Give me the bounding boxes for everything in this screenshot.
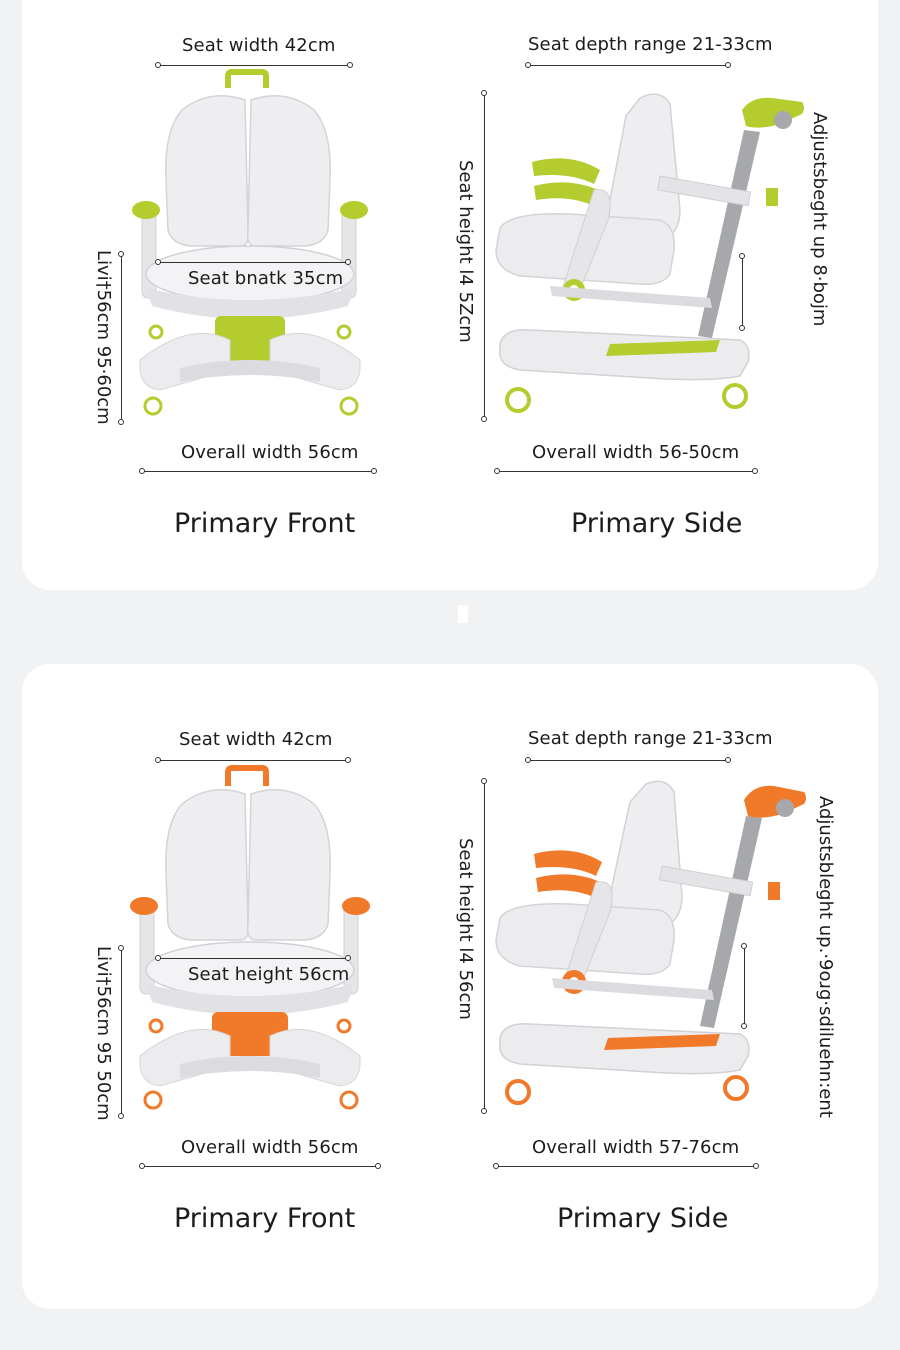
- dim-endpoint: [481, 778, 487, 784]
- dim-endpoint: [345, 259, 351, 265]
- dim-endpoint: [347, 62, 353, 68]
- overall-width-label: Overall width 56-50cm: [532, 442, 740, 463]
- vertical-dim-line: [121, 948, 123, 1116]
- seat-depth-line: [528, 760, 728, 762]
- dim-endpoint: [155, 955, 161, 961]
- dim-endpoint: [139, 1163, 145, 1169]
- divider-mark: [458, 605, 468, 623]
- dim-endpoint: [481, 416, 487, 422]
- dim-endpoint: [741, 943, 747, 949]
- front-caption: Primary Front: [174, 1203, 356, 1234]
- dim-endpoint: [118, 945, 124, 951]
- dim-endpoint: [371, 468, 377, 474]
- front-caption: Primary Front: [174, 508, 356, 539]
- overall-width-line: [496, 1166, 756, 1168]
- overall-width-line: [142, 1166, 378, 1168]
- seat-label: Seat height 56cm: [188, 964, 350, 985]
- adjust-label: Adjustsbleght up.·9oɹg·sdiluehn:ent: [815, 796, 836, 1118]
- dim-endpoint: [741, 1023, 747, 1029]
- adjust-dim-line: [744, 946, 746, 1026]
- overall-width-label: Overall width 56cm: [181, 1137, 359, 1158]
- seat-depth-label: Seat depth range 21-33cm: [528, 34, 773, 55]
- dim-endpoint: [525, 62, 531, 68]
- vertical-dim-label: Livi†56cm 95 50cm: [93, 946, 114, 1121]
- dim-endpoint: [753, 1163, 759, 1169]
- overall-width-label: Overall width 56cm: [181, 442, 359, 463]
- overall-width-label: Overall width 57-76cm: [532, 1137, 740, 1158]
- side-caption: Primary Side: [557, 1203, 729, 1234]
- dim-endpoint: [118, 251, 124, 257]
- dim-endpoint: [725, 62, 731, 68]
- seat-depth-line: [528, 65, 728, 67]
- seat-line: [158, 262, 348, 264]
- dim-endpoint: [752, 468, 758, 474]
- dim-endpoint: [345, 757, 351, 763]
- vertical-dim-label: Livi†56cm 95·60cm: [93, 250, 114, 425]
- dim-endpoint: [481, 1108, 487, 1114]
- dim-endpoint: [118, 1113, 124, 1119]
- adjust-dim-line: [742, 256, 744, 328]
- seat-width-label: Seat width 42cm: [182, 35, 336, 56]
- dim-endpoint: [739, 325, 745, 331]
- dim-endpoint: [739, 253, 745, 259]
- seat-height-line: [484, 93, 486, 419]
- dim-endpoint: [725, 757, 731, 763]
- seat-line: [158, 958, 348, 960]
- dim-endpoint: [481, 90, 487, 96]
- dim-endpoint: [345, 955, 351, 961]
- chair-front-image-orange: [130, 765, 370, 1110]
- seat-width-line: [158, 760, 348, 762]
- overall-width-line: [142, 471, 374, 473]
- dim-endpoint: [139, 468, 145, 474]
- dim-endpoint: [118, 419, 124, 425]
- seat-depth-label: Seat depth range 21-33cm: [528, 728, 773, 749]
- adjust-label: Adjustsbeght up 8·bojm: [809, 112, 830, 327]
- seat-label: Seat bnatk 35cm: [188, 268, 344, 289]
- dim-endpoint: [493, 1163, 499, 1169]
- seat-width-label: Seat width 42cm: [179, 729, 333, 750]
- side-caption: Primary Side: [571, 508, 743, 539]
- vertical-dim-line: [121, 254, 123, 422]
- chair-side-image-green: [495, 93, 804, 413]
- seat-width-line: [158, 65, 350, 67]
- seat-height-label: Seat height l4 56cm: [455, 838, 476, 1020]
- dim-endpoint: [155, 259, 161, 265]
- dim-endpoint: [375, 1163, 381, 1169]
- dim-endpoint: [525, 757, 531, 763]
- dim-endpoint: [155, 62, 161, 68]
- dim-endpoint: [494, 468, 500, 474]
- dim-endpoint: [155, 757, 161, 763]
- chair-front-image-green: [132, 69, 368, 416]
- seat-height-label: Seat height l4 5Zcm: [455, 160, 476, 343]
- seat-height-line: [484, 781, 486, 1111]
- overall-width-line: [497, 471, 755, 473]
- chair-side-image-orange: [495, 780, 806, 1105]
